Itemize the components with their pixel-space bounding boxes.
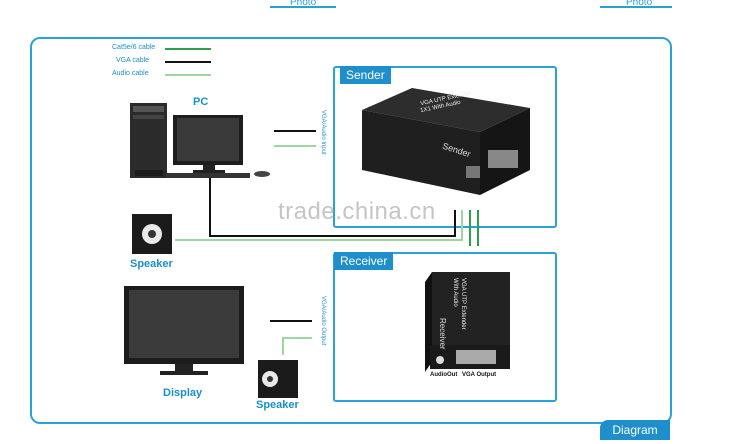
legend-audio-line xyxy=(165,74,211,76)
speaker-top-label: Speaker xyxy=(130,258,173,270)
receiver-title: Receiver xyxy=(334,252,394,270)
receiver-device-text-2: With Audio xyxy=(452,278,458,307)
legend-vga-line xyxy=(165,61,211,63)
keyboard-icon xyxy=(166,173,250,178)
pc-monitor-icon xyxy=(173,115,243,173)
legend-cat-line xyxy=(165,48,211,50)
pc-label: PC xyxy=(193,96,209,108)
sender-port-label: VGA/Audio Input xyxy=(320,110,326,155)
receiver-device-face: Receiver xyxy=(438,318,447,350)
sender-title: Sender xyxy=(340,66,391,84)
legend-cat-label: Cat5e/6 cable xyxy=(112,44,156,51)
receiver-device-text-1: VGA UTP Extender xyxy=(460,278,466,330)
mouse-icon xyxy=(254,171,270,177)
pc-tower-icon xyxy=(130,103,167,178)
tab-photo-left[interactable]: Photo xyxy=(270,0,336,8)
speaker-top-icon xyxy=(132,214,172,254)
receiver-port-label: VGA/Audio Output xyxy=(320,296,326,346)
watermark: trade.china.cn xyxy=(278,198,436,225)
tab-photo-right-label: Photo xyxy=(626,0,653,8)
receiver-vga-out: VGA Output xyxy=(462,372,497,378)
display-label: Display xyxy=(163,387,203,399)
speaker-bottom-label: Speaker xyxy=(256,399,299,411)
diagram-tag: Diagram xyxy=(600,420,670,440)
tab-photo-right[interactable]: Photo xyxy=(600,0,672,8)
receiver-audio-out: AudioOut xyxy=(430,372,458,378)
speaker-bottom-icon xyxy=(258,360,298,398)
legend-audio-label: Audio cable xyxy=(112,70,149,77)
diagram-frame xyxy=(30,37,672,424)
sender-device-icon xyxy=(362,88,530,195)
receiver-device-icon xyxy=(425,272,510,372)
legend-vga-label: VGA cable xyxy=(116,57,150,64)
display-icon xyxy=(124,286,244,375)
tab-photo-left-label: Photo xyxy=(290,0,317,8)
